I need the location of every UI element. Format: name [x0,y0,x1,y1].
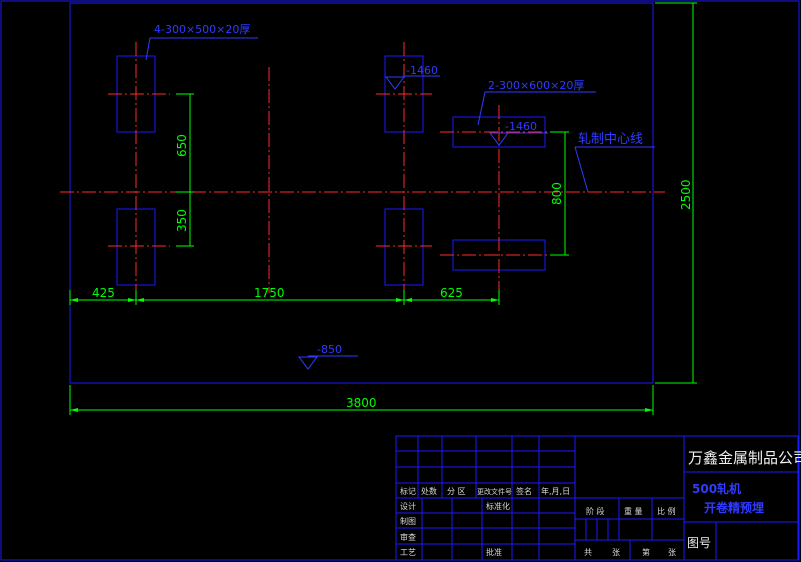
tb-col-change-doc: 更改文件号 [477,487,512,496]
dimension-arrows [70,298,653,412]
elevation-triangle-icon [298,356,318,370]
tb-col-date: 年,月,日 [541,486,570,496]
center-lines [60,42,665,293]
tb-col-mark: 标记 [400,486,416,496]
tb-drafting: 制图 [400,516,416,526]
dim-425: 425 [92,286,115,300]
dim-800: 800 [550,182,564,205]
plate-note-4: 4-300×500×20厚 [154,23,250,36]
dim-1750: 1750 [254,286,285,300]
tb-col-zone: 分 区 [447,487,466,496]
dimension-lines [69,2,697,415]
tb-sheet: 张 [668,548,676,557]
dim-350: 350 [175,209,189,232]
drawing-title-line2: 开卷精预埋 [704,500,764,515]
elevation-triangle-icon [385,76,405,90]
elevation-label: -1460 [505,120,537,133]
elevation-label: -850 [317,343,342,356]
tb-col-sign: 签名 [516,486,532,496]
drawing-title-line1: 500轧机 [692,481,741,496]
tb-sheets: 张 [612,548,620,557]
tb-approve: 批准 [486,547,502,557]
title-block-grid [395,435,799,561]
dim-3800: 3800 [346,396,377,410]
elevation-markers [298,76,509,370]
elevation-triangle-icon [489,132,509,146]
tb-total: 共 [584,548,592,557]
centerline-label: 轧制中心线 [578,132,643,147]
elevation-label: -1460 [406,64,438,77]
tb-weight: 重 量 [624,506,643,516]
leader-lines [145,37,655,357]
tb-design: 设计 [400,501,416,511]
dim-2500: 2500 [679,179,693,210]
drawing-number-label: 图号 [687,536,711,550]
tb-process: 工艺 [400,548,416,557]
company-name: 万鑫金属制品公司 [688,449,801,467]
tb-col-count: 处数 [421,486,437,496]
foundation-outline [69,2,654,384]
plate-note-2: 2-300×600×20厚 [488,79,584,92]
tb-scale: 比 例 [657,506,676,516]
dim-650: 650 [175,134,189,157]
tb-standardization: 标准化 [486,501,510,511]
tb-stage: 阶 段 [586,506,605,516]
tb-review: 审查 [400,532,416,542]
dim-625: 625 [440,286,463,300]
tb-sheet-no: 第 [642,547,650,557]
